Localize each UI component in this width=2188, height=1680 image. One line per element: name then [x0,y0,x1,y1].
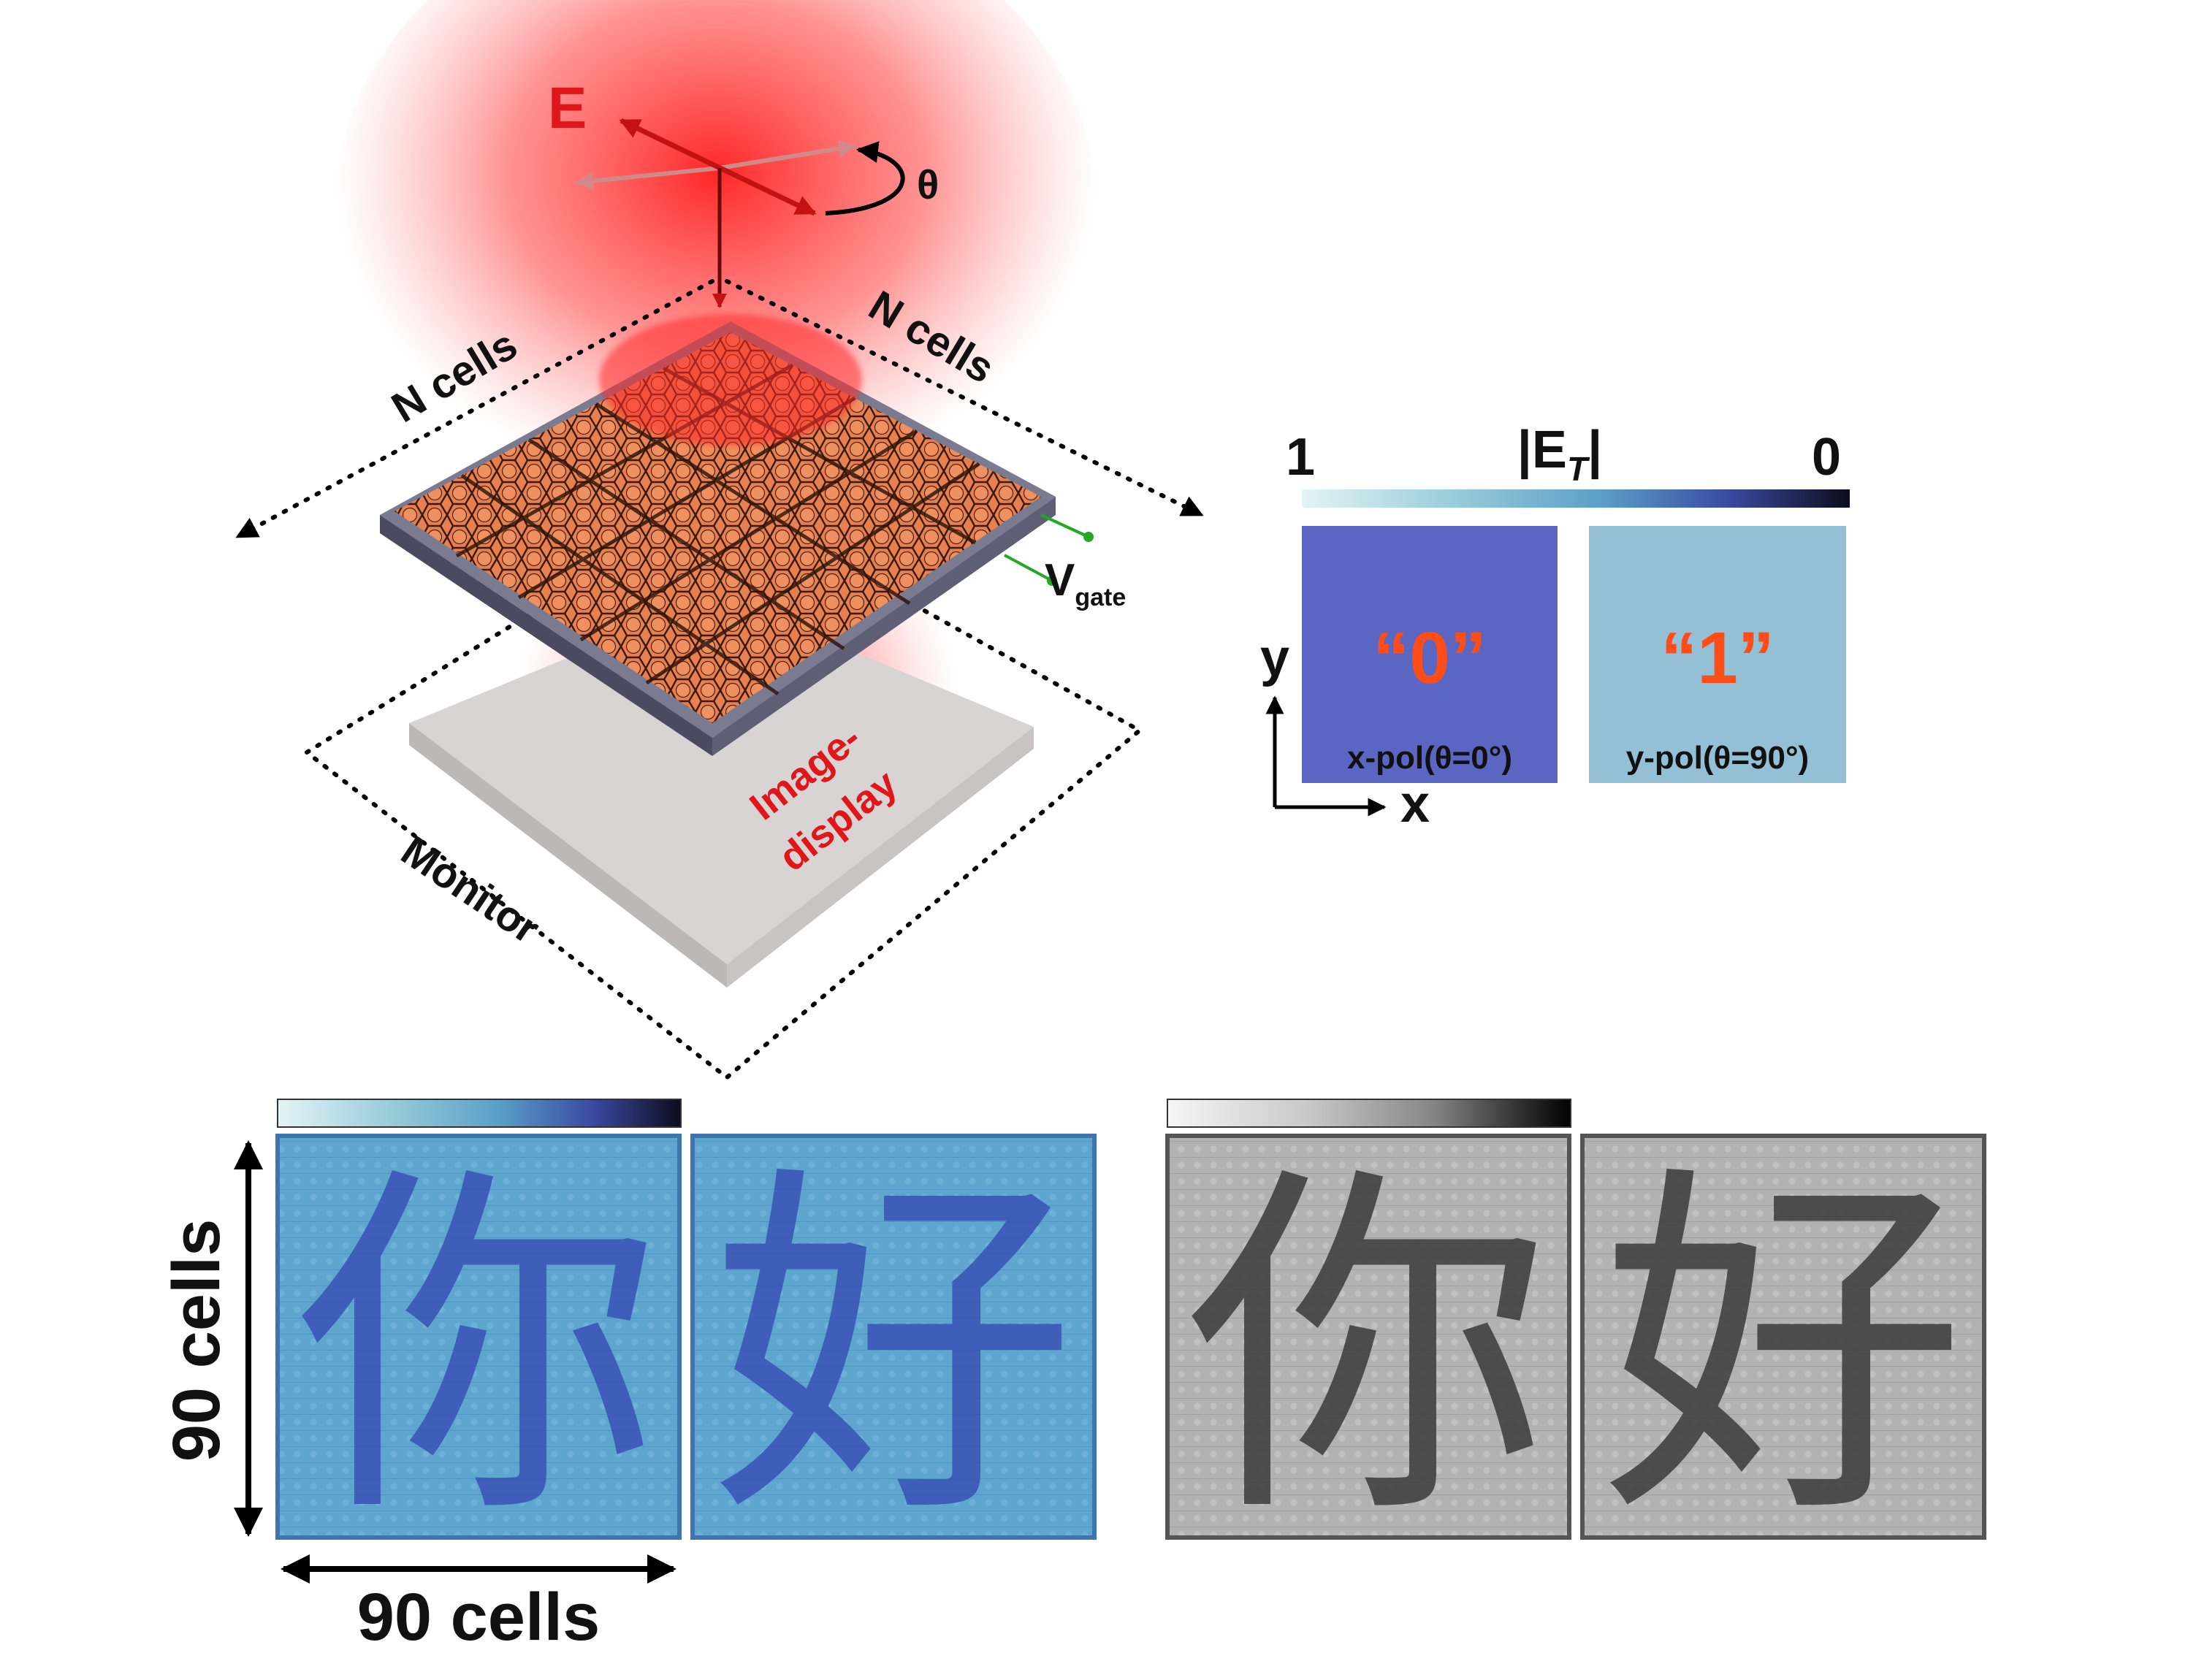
cells-dim-arrow-left [235,279,714,539]
panel-blue-char-2: 好 [690,1134,1097,1562]
monitor-slab [409,595,1034,988]
gate-wires [1004,513,1094,586]
metasurface-schematic: E θ N cells N cells Vgate Image- display… [235,0,1204,1080]
graphene-patch-array [394,332,1041,723]
patch-grid-lines [455,363,980,696]
state-0-symbol: “0” [1373,617,1487,699]
axis-label-y: y [1260,629,1289,687]
colorbar-label-low: 0 [1812,428,1841,486]
horizontal-dim-label: 90 cells [357,1580,601,1654]
colorbar-blue [277,1099,682,1128]
colorbar-title: |ET| [1517,421,1602,488]
panel-blue-char-1: 你 [275,1134,682,1562]
state-1-swatch [1589,526,1846,783]
polarization-axes [575,118,905,308]
state-1-caption: y-pol(θ=90°) [1626,740,1809,776]
state-0-caption: x-pol(θ=0°) [1347,740,1512,776]
colorbar [1302,489,1850,508]
panel-gray-char-2: 好 [1580,1134,1986,1562]
panel-gray-char-1: 你 [1165,1134,1571,1562]
colorbar-label-high: 1 [1286,428,1315,486]
monitor-label: Monitor [393,827,549,953]
char-1-blue: 你 [296,1137,661,1562]
colorbar-title-sub: T [1567,450,1590,488]
laser-glow-top [336,0,1096,519]
axis-label-x: x [1400,775,1430,833]
simulated-images: 你 好 你 好 90 cells 90 cells [159,1099,1986,1654]
state-0-swatch [1302,526,1558,783]
angle-label-theta: θ [917,161,939,207]
char-2-gray: 好 [1601,1137,1966,1562]
char-2-blue: 好 [711,1137,1076,1562]
char-1-gray: 你 [1186,1137,1551,1562]
field-label-e: E [548,75,587,140]
gate-voltage-sub: gate [1075,584,1126,611]
colorbar-gray [1167,1099,1571,1128]
cells-dim-arrow-right [725,279,1204,517]
colorbar-title-pre: |E [1517,421,1567,479]
field-vector-e [619,118,817,216]
state-legend: 1 |ET| 0 “0” x-pol(θ=0°) “1” y-pol(θ=90°… [1260,421,1850,833]
rotation-angle-arc [825,141,905,215]
gate-voltage-main: V [1045,555,1075,606]
gate-voltage-label: Vgate [1045,555,1126,611]
vertical-dim-label: 90 cells [159,1219,234,1462]
xy-axes [1265,695,1387,817]
colorbar-title-post: | [1587,421,1602,479]
patch-illumination [599,314,862,446]
state-1-symbol: “1” [1661,617,1775,699]
